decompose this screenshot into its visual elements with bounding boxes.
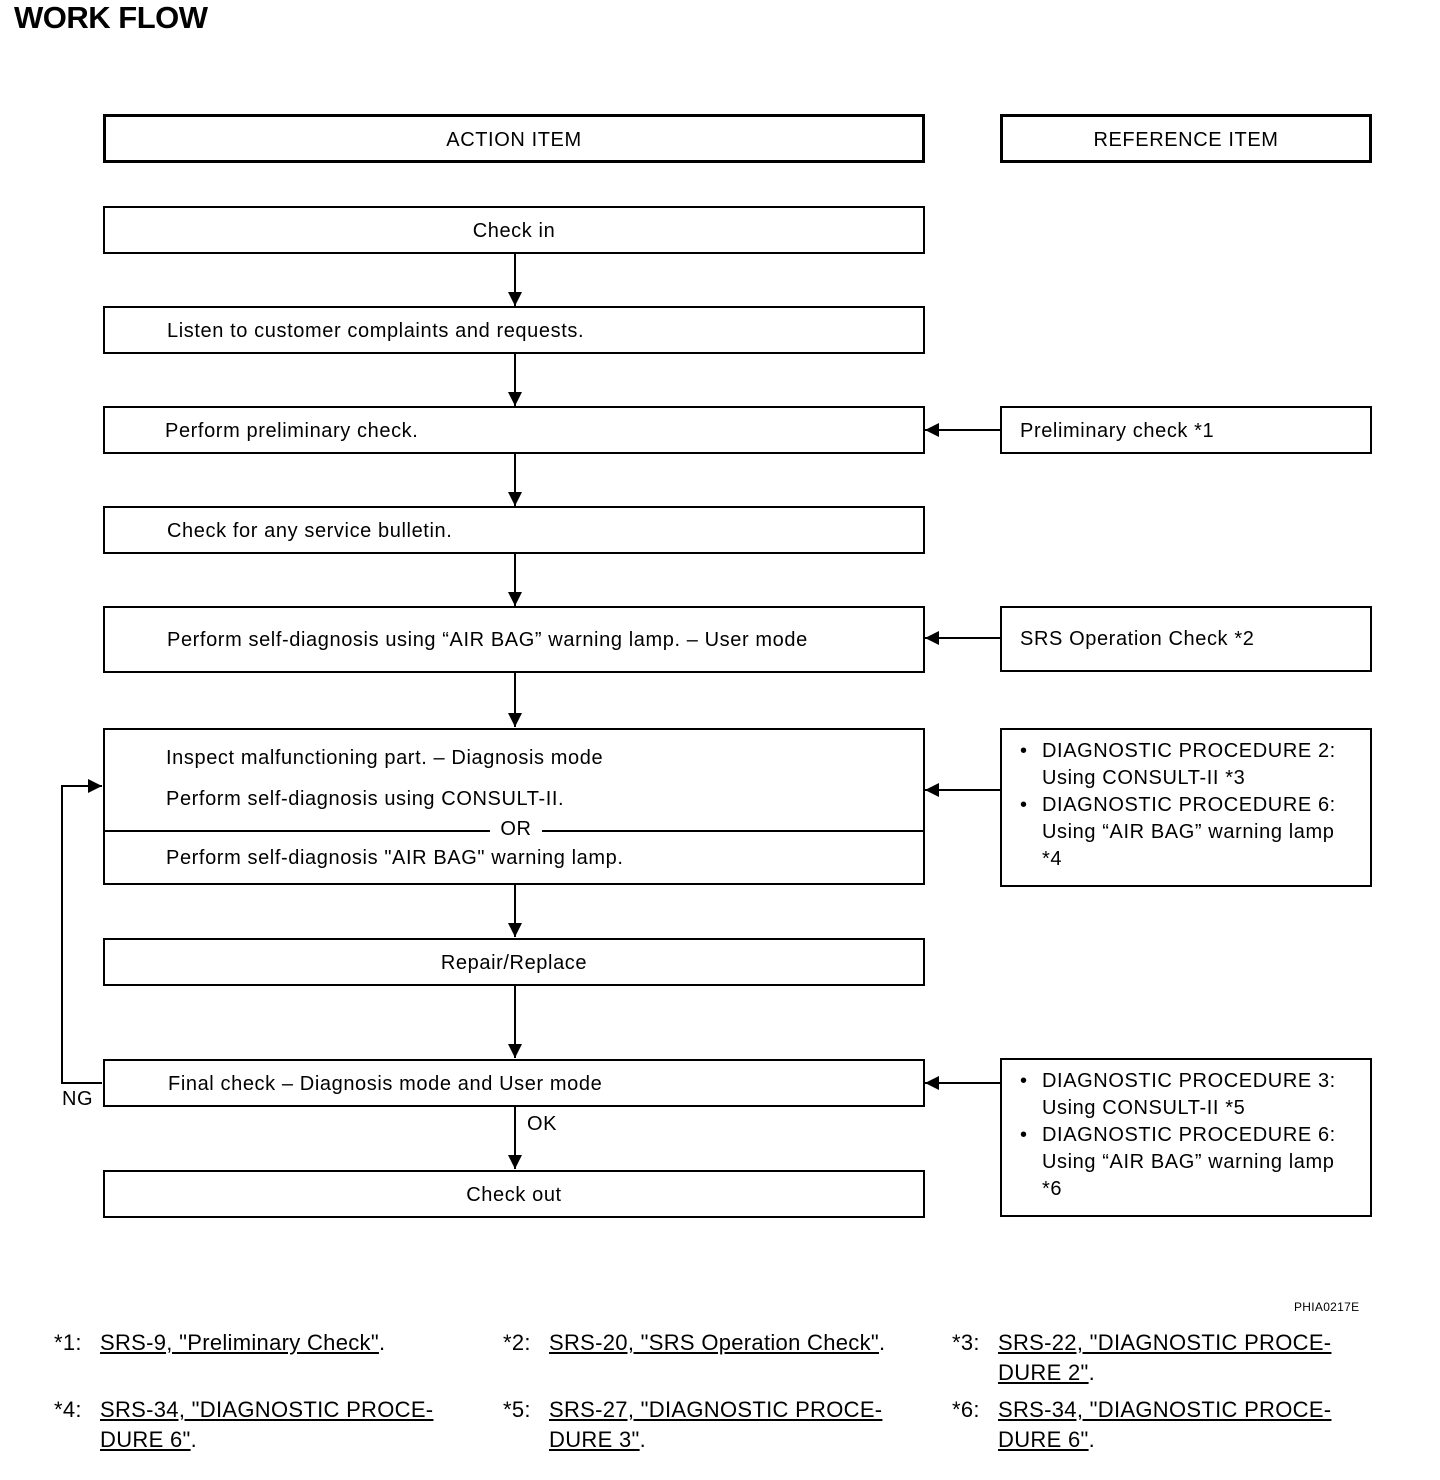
ref-inspect: DIAGNOSTIC PROCEDURE 2: Using CONSULT-II… (1000, 728, 1372, 887)
ref-final-item: DIAGNOSTIC PROCEDURE 3: Using CONSULT-II… (1020, 1068, 1350, 1122)
footnote-number: *6: (952, 1397, 980, 1422)
footnote-link[interactable]: SRS-22, "DIAGNOSTIC PROCE-DURE 2" (998, 1330, 1332, 1385)
ref-final: DIAGNOSTIC PROCEDURE 3: Using CONSULT-II… (1000, 1058, 1372, 1217)
footnote-link[interactable]: SRS-9, "Preliminary Check" (100, 1330, 379, 1355)
step-listen: Listen to customer complaints and reques… (103, 306, 925, 354)
step-check-in: Check in (103, 206, 925, 254)
footnote-number: *1: (54, 1330, 82, 1355)
ng-loop-arrow (61, 779, 102, 1084)
footnote-number: *3: (952, 1330, 980, 1355)
ref-preliminary: Preliminary check *1 (1000, 406, 1372, 454)
step-final-check: Final check – Diagnosis mode and User mo… (103, 1059, 925, 1107)
step-listen-label: Listen to customer complaints and reques… (167, 320, 585, 342)
step-check-out-label: Check out (466, 1184, 562, 1206)
step-check-in-label: Check in (472, 220, 556, 242)
ref-final-list: DIAGNOSTIC PROCEDURE 3: Using CONSULT-II… (1020, 1068, 1350, 1203)
step-final-check-label: Final check – Diagnosis mode and User mo… (168, 1073, 603, 1095)
step-preliminary: Perform preliminary check. (103, 406, 925, 454)
step-inspect: Inspect malfunctioning part. – Diagnosis… (103, 728, 925, 885)
reference-item-header-label: REFERENCE ITEM (1093, 129, 1279, 151)
step-preliminary-label: Perform preliminary check. (165, 420, 419, 442)
step-repair-label: Repair/Replace (440, 952, 588, 974)
action-item-header: ACTION ITEM (103, 114, 925, 163)
footnote-number: *4: (54, 1397, 82, 1422)
ref-inspect-list: DIAGNOSTIC PROCEDURE 2: Using CONSULT-II… (1020, 738, 1350, 873)
step-check-out: Check out (103, 1170, 925, 1218)
step-repair: Repair/Replace (103, 938, 925, 986)
action-item-header-label: ACTION ITEM (446, 129, 582, 151)
footnote-number: *5: (503, 1397, 531, 1422)
ref-preliminary-label: Preliminary check *1 (1020, 420, 1215, 442)
step-bulletin: Check for any service bulletin. (103, 506, 925, 554)
footnote-link[interactable]: SRS-34, "DIAGNOSTIC PROCE-DURE 6" (998, 1397, 1332, 1452)
page-title: WORK FLOW (14, 0, 208, 35)
step-bulletin-label: Check for any service bulletin. (167, 520, 453, 542)
step-self-diag-user: Perform self-diagnosis using “AIR BAG” w… (103, 606, 925, 673)
ref-srs-operation-label: SRS Operation Check *2 (1020, 628, 1255, 650)
step-self-diag-lamp-label: Perform self-diagnosis "AIR BAG" warning… (166, 847, 624, 869)
footnote-number: *2: (503, 1330, 531, 1355)
step-self-diag-consult-label: Perform self-diagnosis using CONSULT-II. (166, 788, 565, 810)
ref-final-item: DIAGNOSTIC PROCEDURE 6: Using “AIR BAG” … (1020, 1122, 1350, 1203)
ref-inspect-item: DIAGNOSTIC PROCEDURE 2: Using CONSULT-II… (1020, 738, 1350, 792)
footnote-link[interactable]: SRS-20, "SRS Operation Check" (549, 1330, 880, 1355)
step-inspect-label: Inspect malfunctioning part. – Diagnosis… (166, 747, 604, 769)
ref-inspect-item: DIAGNOSTIC PROCEDURE 6: Using “AIR BAG” … (1020, 792, 1350, 873)
reference-item-header: REFERENCE ITEM (1000, 114, 1372, 163)
figure-id: PHIA0217E (1294, 1300, 1360, 1314)
footnote-link[interactable]: SRS-34, "DIAGNOSTIC PROCE-DURE 6" (100, 1397, 434, 1452)
or-label: OR (490, 818, 542, 841)
footnote-link[interactable]: SRS-27, "DIAGNOSTIC PROCE-DURE 3" (549, 1397, 883, 1452)
ref-srs-operation: SRS Operation Check *2 (1000, 606, 1372, 672)
ok-label: OK (527, 1113, 558, 1135)
step-self-diag-user-label: Perform self-diagnosis using “AIR BAG” w… (167, 629, 808, 651)
ng-label: NG (62, 1088, 94, 1110)
